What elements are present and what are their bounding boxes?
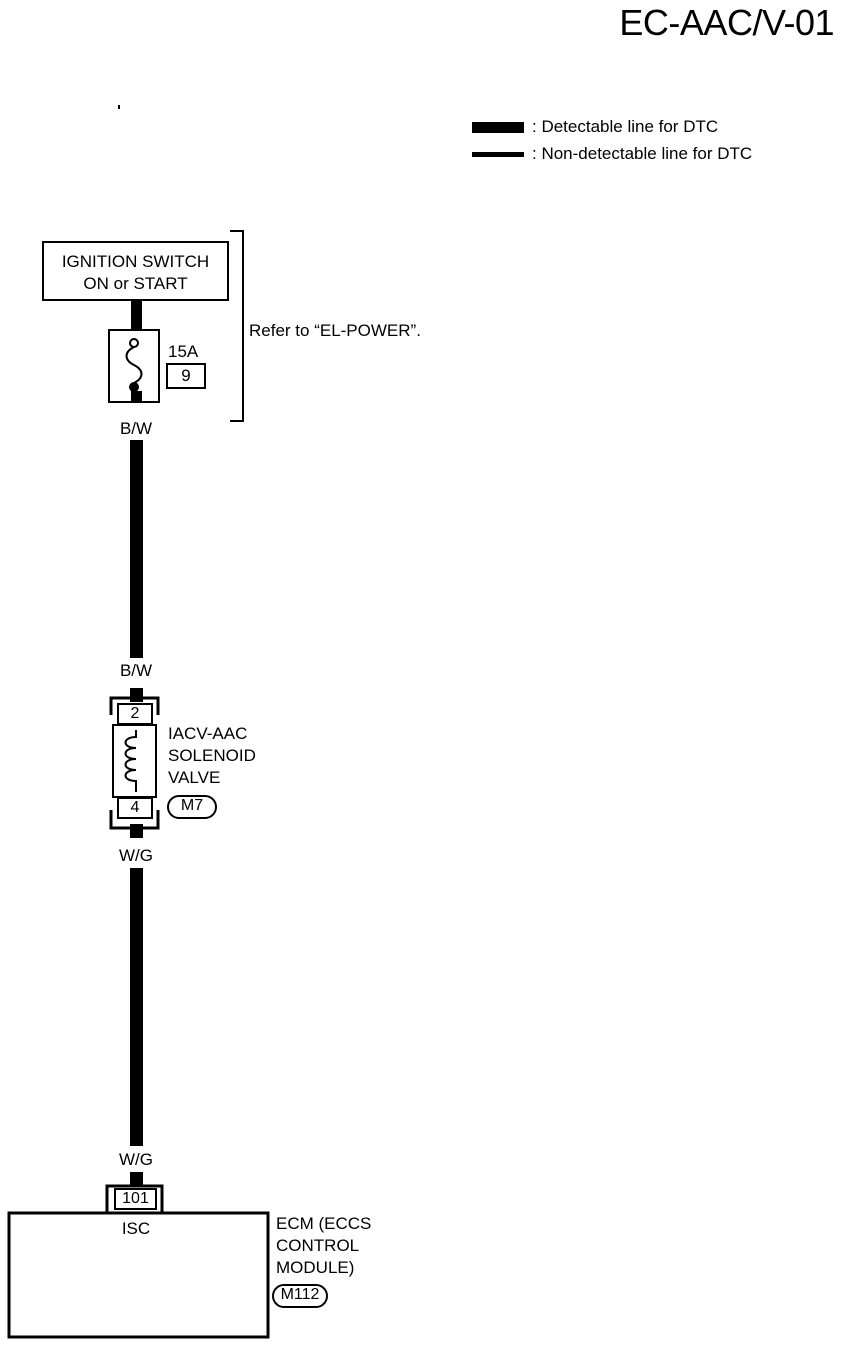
ignition-label-line1: IGNITION SWITCH — [61, 252, 210, 271]
solenoid-coil-icon — [124, 730, 137, 792]
wire-label-bw-top: B/W — [119, 419, 153, 438]
solenoid-name-line1: IACV-AAC — [168, 724, 248, 743]
ecm-terminal-name: ISC — [121, 1219, 151, 1238]
legend-detectable-text: : Detectable line for DTC — [532, 117, 719, 136]
solenoid-connector-id: M7 — [167, 795, 217, 819]
wire-label-bw-bottom: B/W — [119, 661, 153, 680]
wire-fuse-stub — [131, 391, 142, 402]
fuse-number-box — [166, 363, 206, 389]
wire-wg — [130, 868, 143, 1146]
ecm-name-line1: ECM (ECCS — [276, 1214, 372, 1233]
page-code: EC-AAC/V-01 — [619, 2, 834, 43]
legend-non-detectable-text: : Non-detectable line for DTC — [532, 144, 753, 163]
non-detectable-line-swatch — [472, 151, 524, 157]
wire-bw-stub — [130, 688, 143, 702]
stray-mark — [118, 105, 120, 109]
solenoid-name-line3: VALVE — [168, 768, 221, 787]
wire-ignition-to-fuse — [131, 300, 142, 330]
solenoid-body — [112, 724, 157, 798]
fuse-number: 9 — [181, 366, 191, 385]
refer-note: Refer to “EL-POWER”. — [249, 321, 421, 340]
ecm-box — [7, 1211, 270, 1339]
solenoid-name-line2: SOLENOID — [168, 746, 256, 765]
ecm-connector-id: M112 — [272, 1284, 328, 1308]
wire-label-wg-bottom: W/G — [119, 1150, 153, 1169]
fuse-top-terminal — [129, 338, 139, 348]
legend-detectable: : Detectable line for DTC — [472, 117, 718, 137]
ignition-switch-box: IGNITION SWITCH ON or START — [42, 241, 229, 301]
wire-label-wg-top: W/G — [119, 846, 153, 865]
ignition-label-line2: ON or START — [83, 274, 188, 293]
wire-wg-ecm-stub — [130, 1172, 143, 1186]
solenoid-pin-bottom: 4 — [117, 797, 153, 819]
refer-bracket — [230, 230, 244, 422]
solenoid-pin-top: 2 — [117, 703, 153, 725]
fuse-icon — [125, 346, 143, 384]
fuse-rating: 15A — [168, 342, 199, 361]
detectable-line-swatch — [472, 121, 524, 133]
wire-wg-stub — [130, 824, 143, 838]
wire-bw — [130, 440, 143, 658]
fuse-bottom-terminal — [129, 382, 139, 392]
legend-non-detectable: : Non-detectable line for DTC — [472, 144, 752, 164]
ecm-name-line3: MODULE) — [276, 1258, 355, 1277]
ecm-name-line2: CONTROL — [276, 1236, 360, 1255]
ecm-pin: 101 — [114, 1188, 157, 1210]
